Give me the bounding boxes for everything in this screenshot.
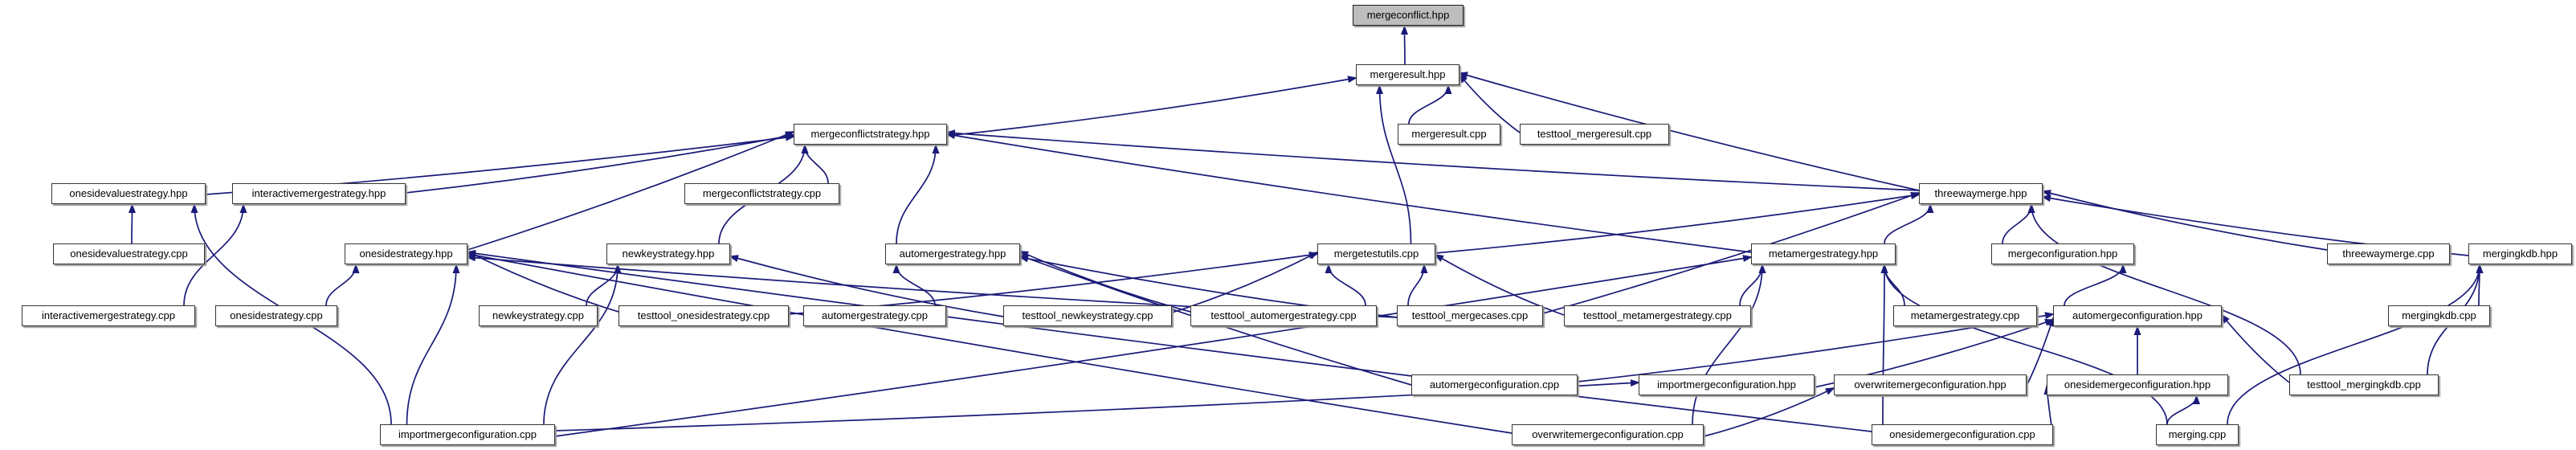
edge-mergetestutils-cpp-to-mergeresult-hpp <box>1376 84 1412 244</box>
edge-metamergestrategy-cpp-to-metamergestrategy-hpp <box>1880 264 1905 306</box>
edge-merging-cpp-to-metamergestrategy-hpp <box>1880 264 2168 425</box>
graph-node-testtool-newkeystrategy-cpp[interactable]: testtool_newkeystrategy.cpp <box>1003 305 1172 326</box>
edge-testtool-metamergestrategy-cpp-to-metamergestrategy-hpp <box>1739 264 1766 306</box>
graph-node-newkeystrategy-cpp[interactable]: newkeystrategy.cpp <box>479 305 598 326</box>
edge-testtool-onesidestrategy-cpp-to-onesidestrategy-hpp <box>466 251 619 313</box>
graph-node-mergeresult-cpp[interactable]: mergeresult.cpp <box>1398 124 1500 145</box>
edge-importmergeconfiguration-cpp-to-metamergestrategy-hpp <box>554 255 1753 437</box>
graph-node-mergeconflictstrategy-hpp[interactable]: mergeconflictstrategy.hpp <box>794 124 947 145</box>
edge-threewaymerge-hpp-to-mergeresult-hpp <box>1458 72 1920 191</box>
graph-node-automergeconfiguration-cpp[interactable]: automergeconfiguration.cpp <box>1411 374 1578 395</box>
edge-automergestrategy-cpp-to-automergestrategy-hpp <box>892 264 936 306</box>
edge-testtool-automergestrategy-cpp-to-mergetestutils-cpp <box>1325 264 1366 306</box>
edge-mergetestutils-cpp-to-threewaymerge-hpp <box>1435 192 1921 254</box>
edge-testtool-mergeresult-cpp-to-mergeresult-hpp <box>1458 73 1521 133</box>
graph-node-testtool-automergestrategy-cpp[interactable]: testtool_automergestrategy.cpp <box>1190 305 1377 326</box>
graph-node-mergingkdb-cpp[interactable]: mergingkdb.cpp <box>2388 305 2490 326</box>
edge-overwritemergeconfiguration-cpp-to-onesidestrategy-hpp <box>466 252 1513 434</box>
graph-node-mergeconflictstrategy-cpp[interactable]: mergeconflictstrategy.cpp <box>684 183 839 204</box>
graph-node-onesidevaluestrategy-hpp[interactable]: onesidevaluestrategy.hpp <box>51 183 206 204</box>
graph-node-onesidemergeconfiguration-cpp[interactable]: onesidemergeconfiguration.cpp <box>1872 424 2053 445</box>
edge-merging-cpp-to-mergingkdb-hpp <box>2227 264 2484 425</box>
graph-node-automergestrategy-hpp[interactable]: automergestrategy.hpp <box>885 243 1020 264</box>
edge-mergeresult-hpp-to-mergeconflict-hpp <box>1401 25 1409 65</box>
graph-node-onesidestrategy-cpp[interactable]: onesidestrategy.cpp <box>215 305 337 326</box>
graph-node-threewaymerge-hpp[interactable]: threewaymerge.hpp <box>1919 183 2043 204</box>
edge-mergeconflictstrategy-hpp-to-mergeresult-hpp <box>946 76 1357 137</box>
edge-overwritemergeconfiguration-cpp-to-overwritemergeconfiguration-hpp <box>1703 387 1835 437</box>
edge-onesidevaluestrategy-cpp-to-onesidevaluestrategy-hpp <box>128 203 136 244</box>
edge-importmergeconfiguration-cpp-to-newkeystrategy-hpp <box>543 264 622 425</box>
graph-node-testtool-mergecases-cpp[interactable]: testtool_mergecases.cpp <box>1397 305 1543 326</box>
edge-mergeconfiguration-hpp-to-threewaymerge-hpp <box>2002 203 2035 244</box>
graph-node-overwritemergeconfiguration-cpp[interactable]: overwritemergeconfiguration.cpp <box>1512 424 1704 445</box>
edge-onesidemergeconfiguration-cpp-to-metamergestrategy-hpp <box>1880 264 1888 425</box>
edge-onesidestrategy-hpp-to-mergeconflictstrategy-hpp <box>467 131 795 251</box>
graph-node-threewaymerge-cpp[interactable]: threewaymerge.cpp <box>2327 243 2450 264</box>
edge-mergeconflictstrategy-cpp-to-mergeconflictstrategy-hpp <box>801 144 829 184</box>
graph-node-interactivemergestrategy-hpp[interactable]: interactivemergestrategy.hpp <box>232 183 406 204</box>
graph-node-mergeconfiguration-hpp[interactable]: mergeconfiguration.hpp <box>1991 243 2134 264</box>
graph-node-automergeconfiguration-hpp[interactable]: automergeconfiguration.hpp <box>2053 305 2222 326</box>
edge-overwritemergeconfiguration-cpp-to-metamergestrategy-hpp <box>1692 264 1766 425</box>
graph-node-newkeystrategy-hpp[interactable]: newkeystrategy.hpp <box>606 243 730 264</box>
edge-testtool-mergecases-cpp-to-mergetestutils-cpp <box>1407 264 1428 306</box>
graph-node-onesidemergeconfiguration-hpp[interactable]: onesidemergeconfiguration.hpp <box>2047 374 2228 395</box>
graph-node-mergetestutils-cpp[interactable]: mergetestutils.cpp <box>1317 243 1435 264</box>
edge-testtool-mergecases-cpp-to-threewaymerge-hpp <box>1542 192 1921 314</box>
graph-node-mergeresult-hpp[interactable]: mergeresult.hpp <box>1356 64 1459 85</box>
edge-onesidestrategy-cpp-to-onesidestrategy-hpp <box>325 264 360 306</box>
edge-testtool-mergingkdb-cpp-to-automergeconfiguration-hpp <box>2220 313 2290 383</box>
graph-node-interactivemergestrategy-cpp[interactable]: interactivemergestrategy.cpp <box>22 305 195 326</box>
edge-testtool-newkeystrategy-cpp-to-newkeystrategy-hpp <box>729 255 1004 317</box>
edge-testtool-mergingkdb-cpp-to-threewaymerge-hpp <box>2027 203 2301 375</box>
graph-node-automergestrategy-cpp[interactable]: automergestrategy.cpp <box>803 305 946 326</box>
edge-automergestrategy-hpp-to-mergeconflictstrategy-hpp <box>896 144 940 244</box>
edge-interactivemergestrategy-hpp-to-mergeconflictstrategy-hpp <box>405 133 795 194</box>
edge-threewaymerge-hpp-to-mergeconflictstrategy-hpp <box>945 129 1920 191</box>
graph-node-overwritemergeconfiguration-hpp[interactable]: overwritemergeconfiguration.hpp <box>1834 374 2027 395</box>
edge-testtool-metamergestrategy-cpp-to-mergetestutils-cpp <box>1434 253 1565 316</box>
edge-overwritemergeconfiguration-hpp-to-automergeconfiguration-hpp <box>2026 317 2055 387</box>
graph-node-importmergeconfiguration-hpp[interactable]: importmergeconfiguration.hpp <box>1639 374 1815 395</box>
graph-node-metamergestrategy-hpp[interactable]: metamergestrategy.hpp <box>1751 243 1896 264</box>
edge-importmergeconfiguration-cpp-to-onesidestrategy-hpp <box>406 264 460 425</box>
edge-mergeresult-cpp-to-mergeresult-hpp <box>1408 84 1452 125</box>
graph-node-testtool-mergeresult-cpp[interactable]: testtool_mergeresult.cpp <box>1520 124 1669 145</box>
graph-node-testtool-metamergestrategy-cpp[interactable]: testtool_metamergestrategy.cpp <box>1564 305 1751 326</box>
graph-node-testtool-onesidestrategy-cpp[interactable]: testtool_onesidestrategy.cpp <box>618 305 789 326</box>
edge-testtool-newkeystrategy-cpp-to-mergetestutils-cpp <box>1171 252 1319 313</box>
graph-node-testtool-mergingkdb-cpp[interactable]: testtool_mergingkdb.cpp <box>2289 374 2439 395</box>
edge-metamergestrategy-hpp-to-mergeconflictstrategy-hpp <box>945 132 1752 253</box>
graph-node-importmergeconfiguration-cpp[interactable]: importmergeconfiguration.cpp <box>380 424 555 445</box>
graph-node-merging-cpp[interactable]: merging.cpp <box>2156 424 2239 445</box>
graph-node-mergeconflict-hpp[interactable]: mergeconflict.hpp <box>1353 5 1464 26</box>
edge-onesidemergeconfiguration-cpp-to-onesidestrategy-hpp <box>466 249 1872 432</box>
edge-merging-cpp-to-onesidemergeconfiguration-hpp <box>2166 395 2200 425</box>
graph-node-metamergestrategy-cpp[interactable]: metamergestrategy.cpp <box>1893 305 2037 326</box>
graph-node-mergingkdb-hpp[interactable]: mergingkdb.hpp <box>2468 243 2572 264</box>
graph-node-onesidevaluestrategy-cpp[interactable]: onesidevaluestrategy.cpp <box>53 243 205 264</box>
edge-interactivemergestrategy-cpp-to-interactivemergestrategy-hpp <box>183 203 247 306</box>
edge-threewaymerge-cpp-to-threewaymerge-hpp <box>2041 190 2328 251</box>
edge-metamergestrategy-hpp-to-threewaymerge-hpp <box>1884 203 1934 244</box>
graph-node-onesidestrategy-hpp[interactable]: onesidestrategy.hpp <box>345 243 467 264</box>
edge-automergeconfiguration-hpp-to-mergeconfiguration-hpp <box>2064 264 2127 306</box>
